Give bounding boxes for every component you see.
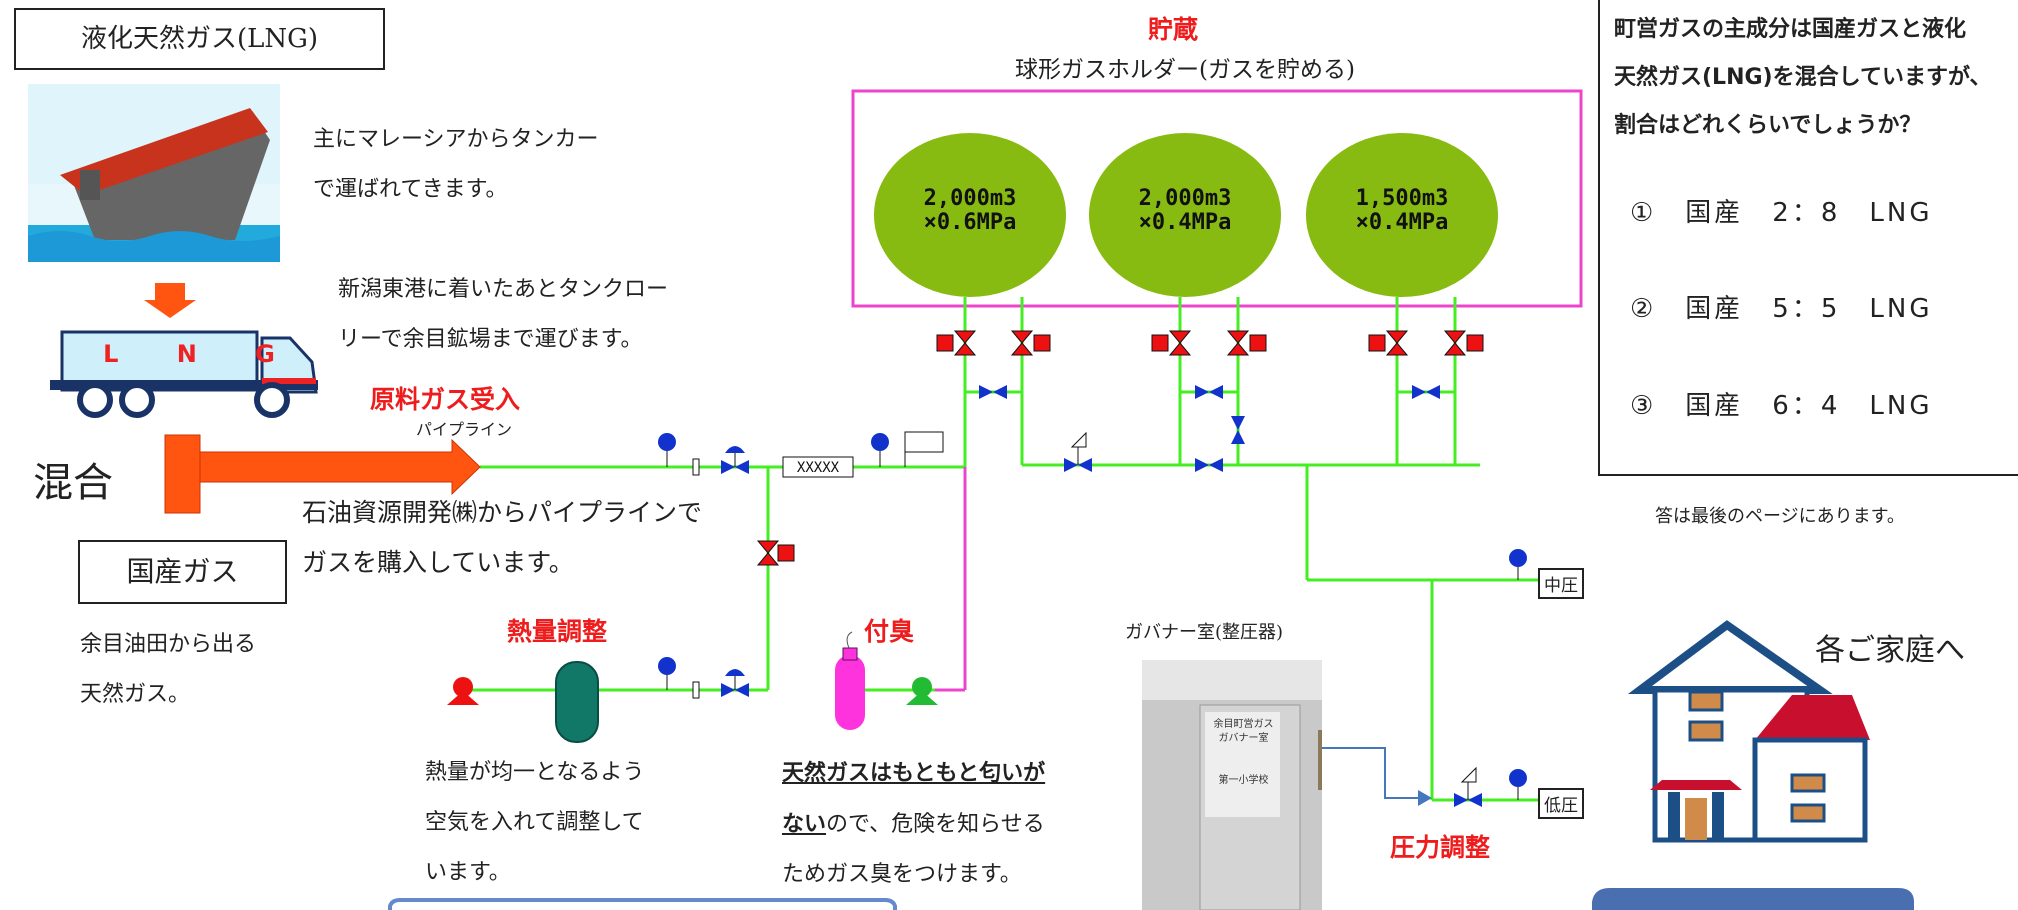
tank-1-capacity: 2,000m3 [923, 186, 1017, 211]
tank-3-capacity: 1,500m3 [1355, 186, 1449, 211]
odor-desc-emph-2: ない [782, 811, 827, 837]
bottom-box-left [388, 898, 897, 910]
low-pressure-tag: 低圧 [1538, 788, 1584, 819]
odor-desc-emph: 天然ガスはもともと匂いが [782, 760, 1046, 786]
raw-gas-sub: パイプライン [416, 420, 513, 439]
quiz-question-line: 割合はどれくらいでしょうか？ [1614, 113, 1922, 138]
bottom-box-right [1592, 888, 1914, 910]
tank-1 [874, 133, 1066, 297]
lng-title: 液化天然ガス(LNG) [14, 8, 385, 70]
pipeline-desc: 石油資源開発㈱からパイプラインで ガスを購入しています。 [302, 488, 702, 588]
red-valve-vertical [756, 540, 795, 566]
check-valve-2 [692, 681, 700, 699]
tank-1-pressure: ×0.6MPa [923, 210, 1017, 235]
odor-desc-rest: ので、危険を知らせる [826, 812, 1045, 837]
lorry-letter-g: G [255, 340, 275, 368]
odor-desc-line: ためガス臭をつけます。 [782, 862, 1022, 887]
governor-photo [1142, 660, 1322, 910]
svg-text:XXXXX: XXXXX [797, 460, 840, 476]
quiz-option-1: ① 国産 2：8 LNG [1630, 198, 1933, 228]
tank-3-pressure: ×0.4MPa [1355, 210, 1449, 235]
home-label: 各ご家庭へ [1815, 633, 1965, 668]
tanker-image [28, 84, 280, 262]
governor-sign-line: ガバナー室 [1218, 733, 1269, 744]
tanker-desc-line: で運ばれてきます。 [313, 177, 508, 202]
filter [782, 456, 854, 478]
down-arrow [144, 283, 196, 318]
lorry-letter-n: N [176, 340, 197, 368]
mix-arrow [164, 434, 481, 514]
odor-pipe [935, 467, 967, 692]
quiz-answer-note: 答は最後のページにあります。 [1655, 506, 1905, 527]
lorry-desc-line: 新潟東港に着いたあとタンクロー [338, 277, 669, 302]
tank-3 [1306, 133, 1498, 297]
quiz-question-line: 町営ガスの主成分は国産ガスと液化 [1614, 17, 1967, 42]
storage-label: 貯蔵 [1148, 15, 1199, 44]
quiz-option-2: ② 国産 5：5 LNG [1630, 294, 1933, 324]
lorry-image [50, 330, 318, 418]
odor-tank-icon [835, 655, 865, 730]
pipeline-desc-line: 石油資源開発㈱からパイプラインで [302, 498, 703, 527]
quiz-question-line: 天然ガス(LNG)を混合していますが、 [1614, 65, 1992, 90]
governor-sign-line: 余目町営ガス [1213, 719, 1274, 730]
tanker-desc-line: 主にマレーシアからタンカー [313, 127, 599, 152]
mix-label: 混合 [33, 460, 113, 506]
governor-arrow [1322, 747, 1425, 799]
house-icon [1627, 620, 1870, 843]
governor-sign: 余目町営ガス ガバナー室 第一小学校 [1206, 718, 1281, 788]
odor-desc: 天然ガスはもともと匂いが ないので、危険を知らせる ためガス臭をつけます。 [782, 748, 1045, 900]
domestic-desc: 余目油田から出る 天然ガス。 [80, 620, 256, 720]
storage-frame [851, 89, 1583, 308]
governor-sign-line: 第一小学校 [1218, 775, 1269, 786]
heat-desc-line: います。 [425, 860, 511, 885]
mid-pressure-tag: 中圧 [1538, 568, 1584, 599]
quiz-option-3: ③ 国産 6：4 LNG [1630, 391, 1933, 421]
tank-1-label: 2,000m3 ×0.6MPa [874, 187, 1066, 235]
pipeline-desc-line: ガスを購入しています。 [302, 548, 574, 577]
tank-2 [1089, 133, 1281, 297]
lorry-letter-l: L [103, 340, 119, 368]
tanker-desc: 主にマレーシアからタンカー で運ばれてきます。 [313, 115, 599, 215]
domestic-title: 国産ガス [78, 540, 287, 604]
blue-valves [721, 385, 1482, 807]
odor-pump-icon [906, 677, 938, 705]
gauges [658, 433, 1527, 800]
odor-label: 付臭 [864, 617, 915, 646]
lorry-desc-line: リーで余目鉱場まで運びます。 [338, 327, 643, 352]
domestic-desc-line: 余目油田から出る [80, 632, 257, 657]
tank-2-label: 2,000m3 ×0.4MPa [1089, 187, 1281, 235]
heat-desc-line: 熱量が均一となるよう [425, 760, 645, 785]
lorry-text: L N G [74, 340, 304, 368]
storage-sub: 球形ガスホルダー(ガスを貯める) [1015, 57, 1355, 83]
heat-tank-icon [555, 661, 599, 743]
heat-desc: 熱量が均一となるよう 空気を入れて調整して います。 [425, 748, 644, 898]
lorry-desc: 新潟東港に着いたあとタンクロー リーで余目鉱場まで運びます。 [338, 265, 668, 365]
blower-icon [447, 677, 479, 705]
tank-2-pressure: ×0.4MPa [1138, 210, 1232, 235]
tank-2-capacity: 2,000m3 [1138, 186, 1232, 211]
quiz-question: 町営ガスの主成分は国産ガスと液化 天然ガス(LNG)を混合していますが、 割合は… [1614, 6, 1992, 150]
storage-valves [936, 330, 1484, 356]
governor-caption: ガバナー室(整圧器) [1125, 622, 1284, 643]
tank-3-label: 1,500m3 ×0.4MPa [1306, 187, 1498, 235]
pressure-label: 圧力調整 [1390, 833, 1491, 862]
meter-box [904, 431, 944, 453]
check-valve-1 [692, 458, 700, 476]
quiz-box [1598, 0, 2018, 476]
heat-desc-line: 空気を入れて調整して [425, 810, 644, 835]
domestic-desc-line: 天然ガス。 [80, 682, 191, 707]
heat-label: 熱量調整 [507, 617, 608, 646]
raw-gas-label: 原料ガス受入 [370, 385, 521, 414]
